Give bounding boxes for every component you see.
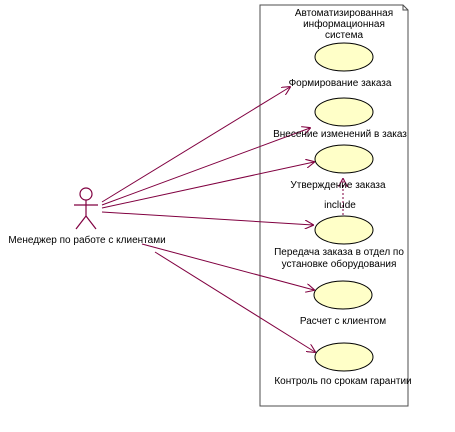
use-case-label-1: Формирование заказа	[289, 78, 392, 89]
system-title-line-3: система	[325, 30, 363, 41]
use-case-label-4-line-2: установке оборудования	[282, 258, 397, 270]
association-line-4	[101, 211, 313, 225]
association-line-5	[141, 243, 314, 290]
actor-label: Менеджер по работе с клиентами	[8, 234, 165, 246]
association-line-1	[101, 87, 290, 203]
use-case-label-6: Контроль по срокам гарантии	[274, 376, 411, 387]
use-case-label-3: Утверждение заказа	[290, 180, 386, 191]
associations	[101, 87, 315, 352]
system-title-line-1: Автоматизированная	[295, 8, 393, 19]
system-boundary-fold	[402, 5, 408, 11]
use-case-label-5: Расчет с клиентом	[300, 316, 386, 327]
use-case-label-2: Внесение изменений в заказ	[273, 129, 407, 140]
use-case-ellipse-2	[314, 97, 374, 127]
association-line-2	[101, 128, 310, 206]
association-line-3	[101, 162, 314, 209]
stick-figure-actor-icon	[74, 187, 98, 230]
use-case-ellipse-1	[314, 42, 374, 72]
use-case-ellipse-5	[313, 280, 373, 310]
use-case-label-4-line-1: Передача заказа в отдел по	[274, 247, 404, 258]
system-title-line-2: информационная	[303, 18, 385, 30]
use-case-ellipse-4	[314, 215, 374, 245]
include-label: include	[324, 200, 356, 211]
system-boundary	[259, 4, 409, 407]
use-case-ellipse-3	[314, 144, 374, 174]
use-case-ellipse-6	[314, 342, 374, 372]
association-line-6	[154, 251, 315, 352]
